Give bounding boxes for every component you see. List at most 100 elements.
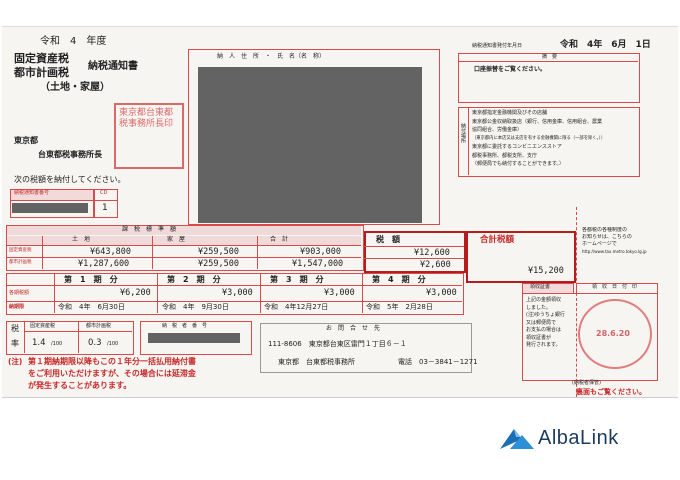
issue-date-label: 納税通知書発付年月日 (472, 43, 523, 49)
period-2-deadline: 令和 4年 9月30日 (162, 303, 229, 311)
tax-base-header-bg (7, 226, 361, 235)
payment-places-box (458, 107, 640, 177)
total-tax-header: 合計税額 (480, 235, 515, 245)
inquiry-title: お 問 合 せ 先 (326, 325, 381, 332)
payment-places-list: 東京都指定金融機関及びその店舗 東京都公金収納取扱店（銀行、信用金庫、信用組合、… (472, 109, 636, 169)
receipt-label: 領収証書 (530, 284, 551, 290)
fixed-house-value: ¥259,500 (198, 247, 239, 257)
tax-base-col-header-bg (7, 236, 361, 245)
period-2-amount: ¥3,000 (222, 288, 253, 298)
period-2-label: 第 2 期 分 (167, 275, 221, 284)
date-stamp-label: 領 収 日 付 印 (592, 284, 638, 290)
payment-place-line: （郵便局でも納付することができます。） (472, 161, 565, 167)
period-1-amount: ¥6,200 (120, 288, 151, 298)
receipt-note: 上記の金額領収 しました。 (注)ゆうちょ銀行 又は郵便局で お支払の場合は 領… (526, 297, 565, 348)
city-total-value: ¥1,547,000 (292, 259, 344, 269)
rates-divider (24, 331, 132, 332)
note-line-1: 第１期納期限以降もこの１年分一括払用納付書 (28, 357, 196, 366)
installments-table (6, 273, 464, 315)
payment-places-label: 納付場所 (460, 123, 466, 143)
city-rate-value: 0.3 (88, 338, 102, 348)
tax-base-table (6, 225, 364, 271)
payment-places-divider (468, 107, 469, 175)
col-total: 合 計 (270, 236, 289, 243)
row-label-fixed: 固定資産税 (9, 248, 32, 253)
payment-place-line: （東京都内に本店又は支店を有する金融機関に限る（一部を除く。）） (472, 135, 606, 141)
period-4-deadline: 令和 5年 2月28日 (366, 303, 433, 311)
tax-amount-divider (364, 258, 464, 259)
rates-divider (78, 321, 79, 353)
note-line-2: をご利用いただけますが、その場合には延滞金 (28, 369, 196, 378)
back-note: 裏面もご覧ください。 (576, 388, 646, 396)
city-tax-amount: ¥2,600 (420, 260, 451, 270)
title-fixed-asset-tax: 固定資産税 (14, 52, 69, 65)
fixed-rate-value: 1.4 (32, 338, 46, 348)
recipient-box (188, 49, 440, 225)
web-note: 各都税の各種制度の お知らせは、こちらの ホームページで http://www.… (582, 227, 647, 254)
installments-col (362, 273, 363, 313)
title-city-planning-tax: 都市計画税 (14, 66, 69, 79)
city-rate-unit: /100 (107, 341, 119, 347)
cd-label: CD (100, 190, 108, 196)
col-land: 土 地 (72, 236, 91, 243)
row-divider (7, 245, 361, 246)
cd-value: 1 (102, 203, 108, 213)
city-house-value: ¥259,500 (198, 259, 239, 269)
tax-amount-divider (364, 246, 464, 247)
rates-label-rate: 率 (11, 339, 19, 348)
period-1-deadline: 令和 4年 6月30日 (58, 303, 125, 311)
row-divider (7, 257, 361, 258)
inquiry-address: 111-8606 東京都台東区雷門１丁目６－１ (268, 340, 407, 348)
fixed-rate-unit: /100 (51, 341, 63, 347)
rates-box (6, 321, 134, 355)
period-3-amount: ¥3,000 (324, 288, 355, 298)
tax-amount-box (364, 231, 466, 273)
perforation-line (576, 207, 578, 397)
installment-amount-label: 各期税額 (9, 290, 30, 296)
note-prefix: (注) (8, 357, 23, 366)
redacted-notice-number (12, 203, 88, 213)
issuer-office: 台東都税事務所長 (38, 150, 102, 159)
notice-number-label: 納税通知書番号 (14, 190, 50, 196)
payment-place-line: 協同組合、労働金庫） (472, 127, 523, 133)
tax-notice-document: 令和 4 年度 固定資産税 都市計画税 納税通知書 （土地・家屋） 納 人 住 … (2, 26, 678, 398)
memo-text: 口座振替をご覧ください。 (474, 66, 547, 73)
period-1-label: 第 1 期 分 (64, 275, 118, 284)
installments-divider (6, 285, 462, 286)
memo-box (458, 53, 640, 103)
official-seal: 東京都台東都税事務所長印 (114, 103, 184, 169)
installment-deadline-label: 納期限 (9, 304, 25, 310)
period-3-deadline: 令和 4年12月27日 (264, 303, 329, 311)
document-title: 納税通知書 (88, 61, 138, 72)
col-divider (152, 236, 153, 269)
rates-divider (24, 321, 25, 353)
city-land-value: ¥1,287,600 (78, 259, 130, 269)
tax-amount-header: 税 額 (376, 235, 400, 244)
albalink-mountain-icon (500, 429, 534, 449)
rates-city-label: 都市計画税 (86, 323, 112, 329)
col-house: 家 屋 (167, 236, 186, 243)
receipt-footer-note: (納税者保管) (572, 380, 601, 386)
fixed-land-value: ¥643,800 (90, 247, 131, 257)
redacted-recipient (198, 67, 422, 223)
payment-place-line: 東京都公金収納取扱店（銀行、信用金庫、信用組合、農業 (472, 118, 603, 125)
period-4-label: 第 4 期 分 (372, 275, 426, 284)
receipt-date-stamp: 28.6.20 (578, 299, 652, 369)
fixed-tax-amount: ¥12,600 (414, 248, 450, 258)
inquiry-phone: 電話 03－3841－1271 (398, 358, 478, 366)
installments-col (157, 273, 158, 313)
installments-divider (6, 301, 462, 302)
rates-label-tax: 税 (11, 324, 19, 333)
recipient-box-title: 納 人 住 所 ・ 氏 名（名 称） (217, 53, 326, 60)
rates-fixed-label: 固定資産税 (30, 323, 56, 329)
payment-instruction: 次の税額を納付してください。 (14, 175, 126, 184)
memo-divider (458, 61, 638, 62)
col-divider (42, 236, 43, 269)
taxpayer-number-box (140, 321, 252, 355)
note-line-3: が発生することがあります。 (28, 381, 132, 390)
total-tax-box (466, 231, 576, 283)
notice-number-field (10, 200, 94, 218)
fiscal-year-label: 令和 4 年度 (40, 36, 107, 47)
memo-title: 摘 要 (542, 54, 558, 60)
cd-field (94, 200, 118, 218)
